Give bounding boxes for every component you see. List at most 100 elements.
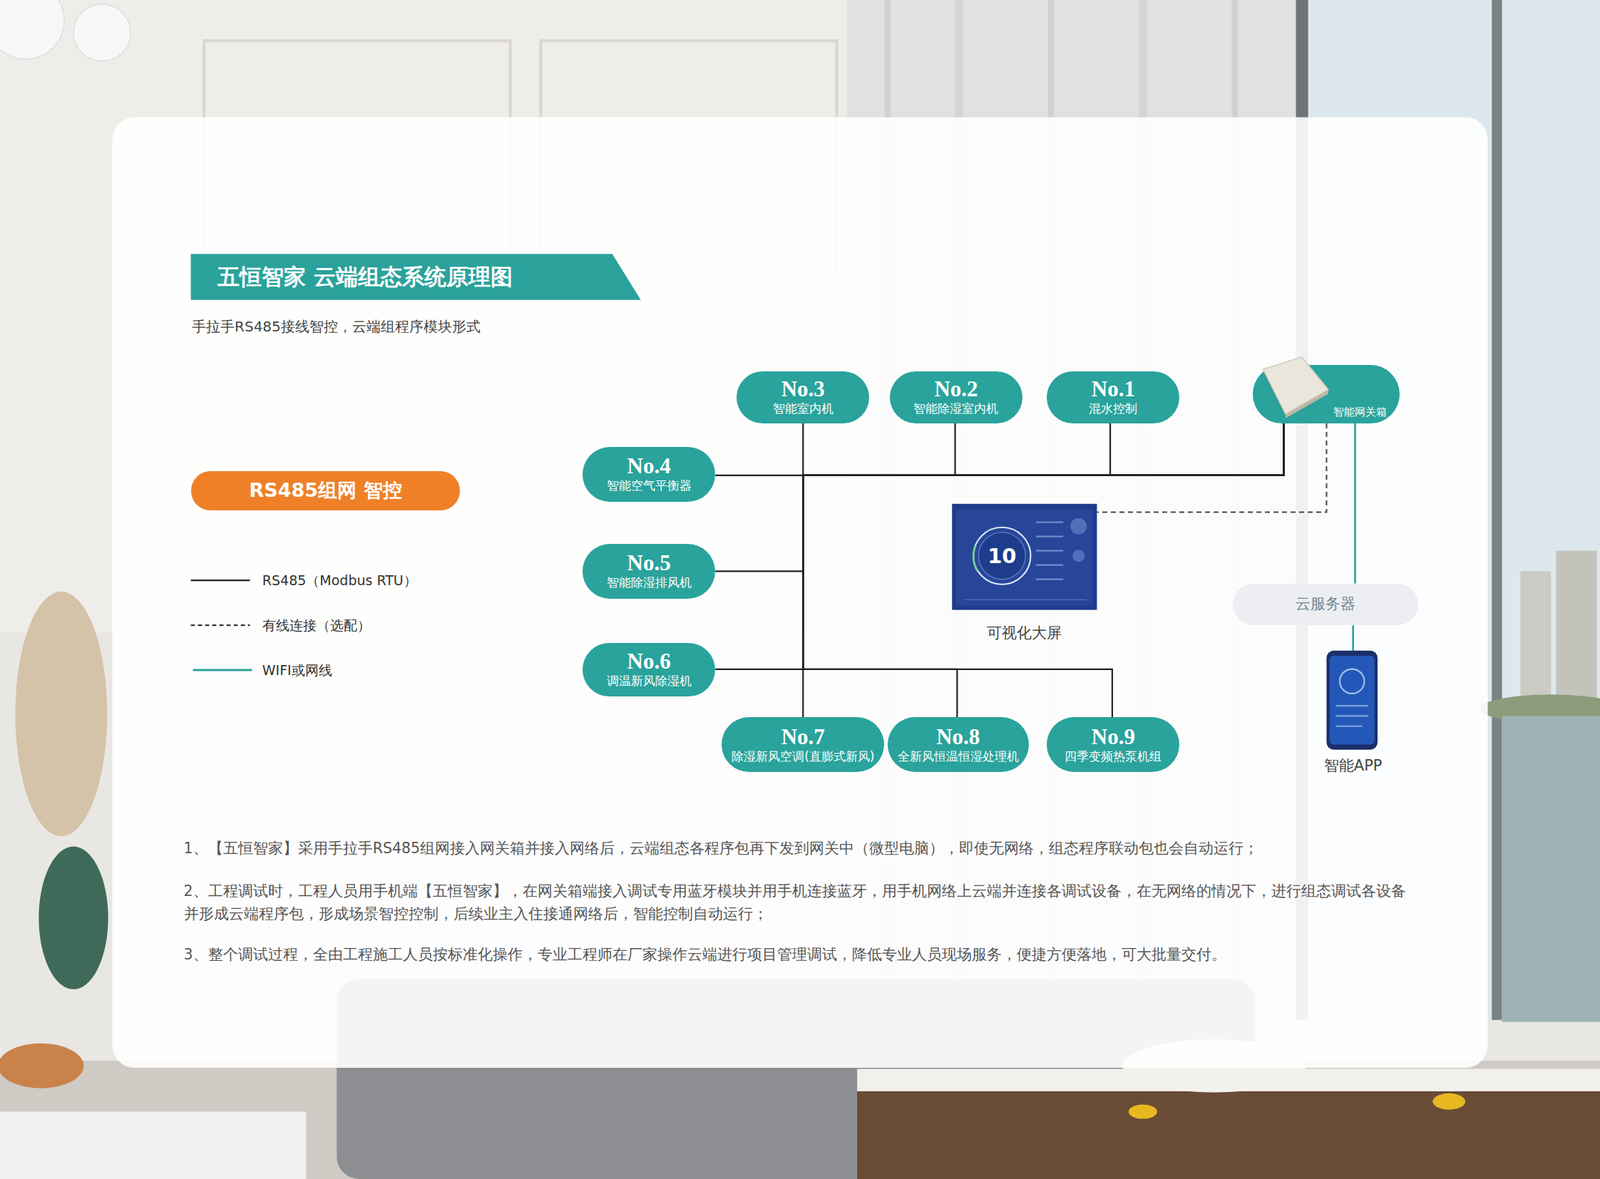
screen-icon <box>1070 518 1087 535</box>
device-pill: No.1混水控制 <box>1046 371 1180 424</box>
screen-row <box>1036 564 1064 567</box>
device-name: 智能除湿室内机 <box>913 401 999 417</box>
device-number: No.5 <box>627 551 671 574</box>
rs485-bus-wire <box>802 423 1284 718</box>
screen-display <box>956 509 1094 606</box>
device-pill: No.2智能除湿室内机 <box>889 371 1023 424</box>
table-body <box>857 1091 1600 1179</box>
screen-reading: 10 <box>987 545 1017 567</box>
legend-line-sample <box>191 579 251 582</box>
caption-text: 手拉手RS485接线智控，云端组程序模块形式 <box>191 317 481 336</box>
phone-body <box>1326 650 1378 751</box>
marble-table <box>0 1112 306 1179</box>
note-text: 1、【五恒智家】采用手拉手RS485组网接入网关箱并接入网络后，云端组态各程序包… <box>183 837 1409 861</box>
device-pill: No.5智能除湿排风机 <box>582 544 716 599</box>
wifi-line <box>1351 625 1355 651</box>
phone-row <box>1335 715 1369 717</box>
legend-text-holder: 有线连接（选配） <box>262 617 371 634</box>
rs485-bus-wire <box>715 423 1284 670</box>
window-frame <box>1491 0 1502 1021</box>
screen-node: 可视化大屏 <box>951 504 1097 644</box>
legend-text-holder: WIFI或网线 <box>262 662 333 679</box>
screen-dial <box>973 527 1031 585</box>
rs485-bus-wire <box>802 423 1284 718</box>
screen-row <box>1036 536 1064 538</box>
plant-vase <box>38 847 108 990</box>
river <box>1502 715 1600 1022</box>
device-number: No.8 <box>936 725 980 748</box>
nut-bowl <box>0 1043 84 1089</box>
rs485-bus-wire <box>1110 423 1284 476</box>
device-name: 除湿新风空调(直膨式新风) <box>731 749 875 765</box>
device-pill: No.9四季变频热泵机组 <box>1046 717 1180 773</box>
phone-dial <box>1339 669 1364 694</box>
screen-icon <box>1072 549 1085 562</box>
device-number: No.3 <box>781 377 825 400</box>
screen-dial-arc <box>973 545 978 572</box>
screen-row <box>1036 578 1064 581</box>
wifi-line <box>1354 423 1357 584</box>
note-text: 2、工程调试时，工程人员用手机端【五恒智家】，在网关箱端接入调试专用蓝牙模块并用… <box>183 880 1409 927</box>
app-label: 智能APP <box>1324 757 1383 776</box>
device-pill: No.6调温新风除湿机 <box>582 643 716 698</box>
device-name: 全新风恒温恒湿处理机 <box>897 749 1019 765</box>
app-node: 智能APP <box>1314 650 1393 776</box>
device-name: 智能除湿排风机 <box>606 575 692 591</box>
rs485-bus-wire <box>802 423 1284 476</box>
rs485-bus-wire <box>715 423 1284 572</box>
screen-row <box>1036 550 1064 552</box>
device-pill: No.4智能空气平衡器 <box>582 447 716 502</box>
caption-text-holder: 手拉手RS485接线智控，云端组程序模块形式 <box>191 317 481 336</box>
device-number: No.7 <box>781 725 825 748</box>
device-number: No.1 <box>1091 377 1136 400</box>
screen-label: 可视化大屏 <box>986 624 1062 643</box>
legend-teal-sample <box>192 669 252 672</box>
cloud-node: 云服务器 <box>1232 583 1419 627</box>
city-building <box>1555 551 1597 715</box>
device-name: 混水控制 <box>1088 401 1138 417</box>
rs485-bus-wire <box>802 423 1284 718</box>
note-text-holder: 2、工程调试时，工程人员用手机端【五恒智家】，在网关箱端接入调试专用蓝牙模块并用… <box>183 880 1409 927</box>
orange-node: RS485组网 智控 <box>191 471 461 510</box>
phone-row <box>1335 725 1362 728</box>
device-pill: No.8全新风恒温恒湿处理机 <box>887 717 1029 773</box>
city-building <box>1520 571 1551 714</box>
device-number: No.6 <box>627 650 671 673</box>
content-panel <box>111 117 1488 1069</box>
device-name: 智能室内机 <box>772 401 834 417</box>
device-pill: No.7除湿新风空调(直膨式新风) <box>721 717 885 773</box>
gw-node: 智能网关箱 <box>1252 365 1400 424</box>
legend-text: RS485（Modbus RTU） <box>262 572 418 589</box>
ceiling-lamp <box>73 4 131 62</box>
gateway-label: 智能网关箱 <box>1333 405 1387 419</box>
note-text-holder: 1、【五恒智家】采用手拉手RS485组网接入网关箱并接入网络后，云端组态各程序包… <box>183 837 1409 861</box>
pampas-grass <box>14 591 107 837</box>
device-number: No.9 <box>1091 725 1136 748</box>
device-name: 智能空气平衡器 <box>606 478 692 494</box>
note-text-holder: 3、整个调试过程，全由工程施工人员按标准化操作，专业工程师在厂家操作云端进行项目… <box>183 944 1409 967</box>
legend-text-holder: RS485（Modbus RTU） <box>262 572 418 589</box>
note-text: 3、整个调试过程，全由工程施工人员按标准化操作，专业工程师在厂家操作云端进行项目… <box>183 944 1409 967</box>
legend-dash-sample <box>191 624 251 627</box>
network-tag: RS485组网 智控 <box>249 479 403 502</box>
screen-frame <box>951 504 1097 611</box>
fruit <box>1432 1093 1466 1111</box>
phone-screen <box>1329 655 1375 745</box>
title-banner <box>191 253 641 300</box>
screen-bar <box>963 599 1087 601</box>
screen-row <box>1036 521 1064 523</box>
rs485-bus-wire <box>955 423 1285 476</box>
legend-text: 有线连接（选配） <box>262 617 371 634</box>
device-number: No.4 <box>627 454 671 478</box>
device-pill: No.3智能室内机 <box>736 371 870 424</box>
screen-reading-holder: 10 <box>987 545 1017 567</box>
title-text-holder: 五恒智家 云端组态系统原理图 <box>217 264 513 291</box>
screen-dial <box>978 532 1026 580</box>
legend-text: WIFI或网线 <box>262 662 333 679</box>
phone-row <box>1335 705 1369 707</box>
ceiling-lamp <box>0 0 65 60</box>
device-name: 调温新风除湿机 <box>606 673 692 689</box>
cloud-label: 云服务器 <box>1295 595 1356 614</box>
rs485-bus-wire <box>715 423 1284 476</box>
